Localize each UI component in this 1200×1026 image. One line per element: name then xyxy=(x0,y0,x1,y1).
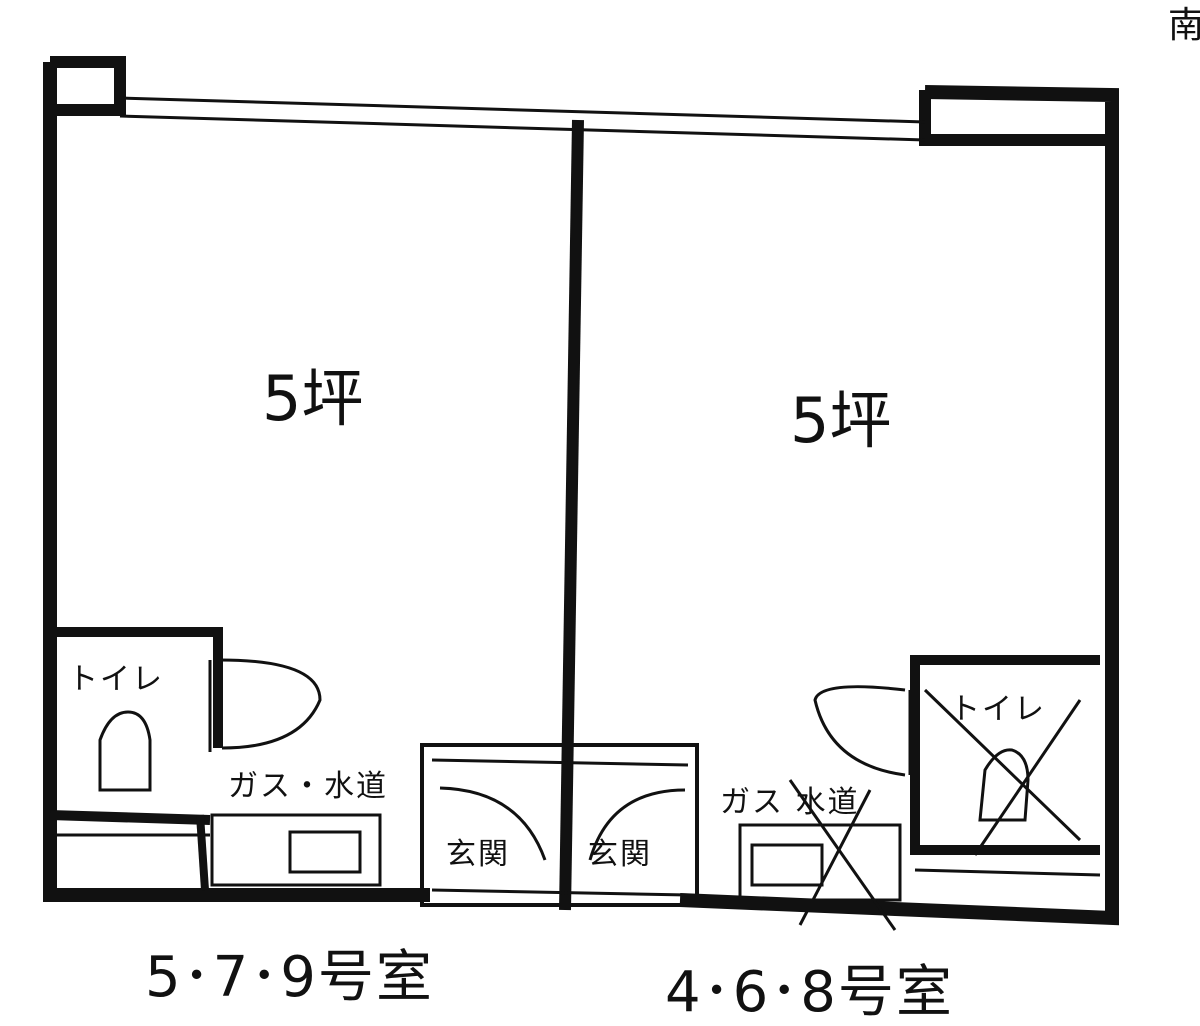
center-wall xyxy=(559,119,584,911)
left-toilet-wall xyxy=(50,627,223,748)
left-unit-rooms: 5･7･9号室 xyxy=(145,945,434,1010)
right-toilet-label: トイレ xyxy=(950,692,1046,727)
right-door-swing xyxy=(813,685,906,777)
right-utilities-label: ガス 水道 xyxy=(720,785,860,820)
left-utilities-label: ガス・水道 xyxy=(228,769,388,804)
outer-wall xyxy=(43,62,1119,926)
right-toilet-cross xyxy=(973,699,1082,856)
right-kitchen-cross xyxy=(788,779,897,931)
left-kitchen-counter xyxy=(210,813,382,887)
left-closet-divider xyxy=(196,814,209,891)
entrance-step xyxy=(431,888,689,897)
right-toilet-cross xyxy=(923,688,1082,842)
left-toilet-label: トイレ xyxy=(68,662,164,697)
left-sink xyxy=(288,830,362,874)
left-door-swing xyxy=(219,658,322,750)
right-unit-rooms: 4･6･8号室 xyxy=(665,960,954,1025)
top-left-pillar xyxy=(50,56,126,116)
top-window xyxy=(119,96,926,124)
right-entrance-door xyxy=(588,788,686,861)
left-toilet-fixture xyxy=(98,710,152,792)
left-room-size: 5坪 xyxy=(262,362,364,435)
entrance-block xyxy=(420,743,699,907)
right-closet-line xyxy=(914,868,1101,877)
entrance-inner-line xyxy=(431,758,689,767)
top-window xyxy=(119,114,926,142)
right-room-size: 5坪 xyxy=(790,384,892,457)
right-kitchen-cross xyxy=(798,789,872,926)
right-toilet-wall xyxy=(910,655,1100,855)
right-sink xyxy=(750,843,824,887)
left-entrance-door xyxy=(439,786,547,861)
left-toilet-floor xyxy=(49,810,211,825)
right-entrance-label: 玄関 xyxy=(588,837,652,872)
compass-label: 南 xyxy=(1168,5,1200,46)
left-entrance-label: 玄関 xyxy=(446,837,510,872)
